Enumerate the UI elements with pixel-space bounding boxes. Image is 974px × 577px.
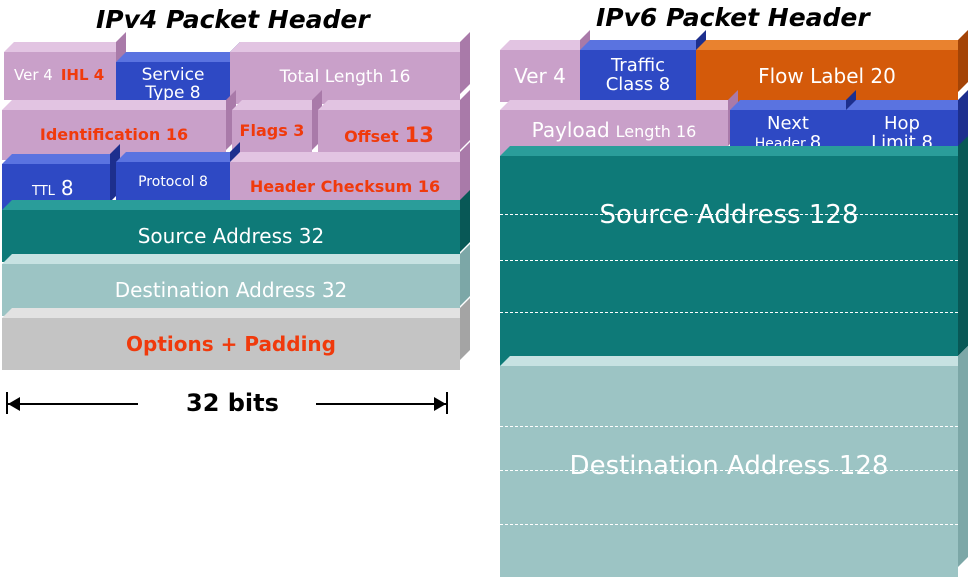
ipv4-ttl-value: 8 <box>60 176 74 200</box>
ipv6-source-divider-2 <box>500 260 958 261</box>
ipv6-ver-field: Ver 4 <box>500 30 590 102</box>
ipv4-title: IPv4 Packet Header <box>96 5 370 34</box>
ipv4-offset-field: Offset 13 <box>318 90 470 160</box>
ipv6-next-header-line1: Next <box>767 113 809 135</box>
ipv6-hop-limit-line1: Hop <box>884 113 920 135</box>
ipv4-options-padding-field: Options + Padding <box>2 298 470 370</box>
ipv6-traffic-class-field: Traffic Class 8 <box>580 30 706 102</box>
ipv6-traffic-class-line1: Traffic <box>610 55 666 77</box>
ipv6-source-divider-3 <box>500 312 958 313</box>
ipv6-source-divider-1 <box>500 214 958 215</box>
ipv6-flow-label-field: Flow Label 20 <box>696 30 968 102</box>
ipv4-destination-address-field: Destination Address 32 <box>2 244 470 316</box>
ipv4-destination-address-label: Destination Address 32 <box>2 264 460 316</box>
ipv6-destination-divider-2 <box>500 470 958 471</box>
ipv6-payload-label: Payload <box>531 118 610 142</box>
ipv6-source-address-field: Source Address 128 <box>500 136 968 366</box>
ipv4-source-address-field: Source Address 32 <box>2 190 470 262</box>
ipv4-ttl-label: TTL <box>32 184 55 199</box>
ipv6-destination-address-label: Destination Address 128 <box>500 366 958 577</box>
ipv6-payload-length-label: Length 16 <box>615 122 697 141</box>
ipv4-flags-label: Flags 3 <box>232 110 312 160</box>
ipv4-total-length-label: Total Length 16 <box>230 52 460 104</box>
ipv4-offset-value: 13 <box>404 123 434 147</box>
ipv4-total-length-field: Total Length 16 <box>230 32 470 104</box>
ipv4-ihl-label: IHL 4 <box>60 66 105 85</box>
ipv4-ver-label: Ver 4 <box>14 66 53 85</box>
ipv6-destination-address-field: Destination Address 128 <box>500 346 968 577</box>
ipv4-offset-label: Offset <box>344 127 399 146</box>
ipv4-options-padding-label: Options + Padding <box>2 318 460 370</box>
ipv6-next-header-line2b: 8 <box>809 132 822 153</box>
ipv6-ver-label: Ver 4 <box>500 50 580 102</box>
ipv6-destination-divider-3 <box>500 524 958 525</box>
ipv6-title: IPv6 Packet Header <box>596 3 870 32</box>
ipv6-flow-label-label: Flow Label 20 <box>696 50 958 102</box>
ipv4-flags-field: Flags 3 <box>232 90 322 160</box>
ipv4-source-address-label: Source Address 32 <box>2 210 460 262</box>
ipv6-traffic-class-line2: Class 8 <box>605 74 671 95</box>
width-label: 32 bits <box>186 389 279 417</box>
ipv6-destination-divider-1 <box>500 426 958 427</box>
ipv4-ver-field: Ver 4 IHL 4 <box>4 32 126 100</box>
ipv6-source-address-label: Source Address 128 <box>500 156 958 366</box>
